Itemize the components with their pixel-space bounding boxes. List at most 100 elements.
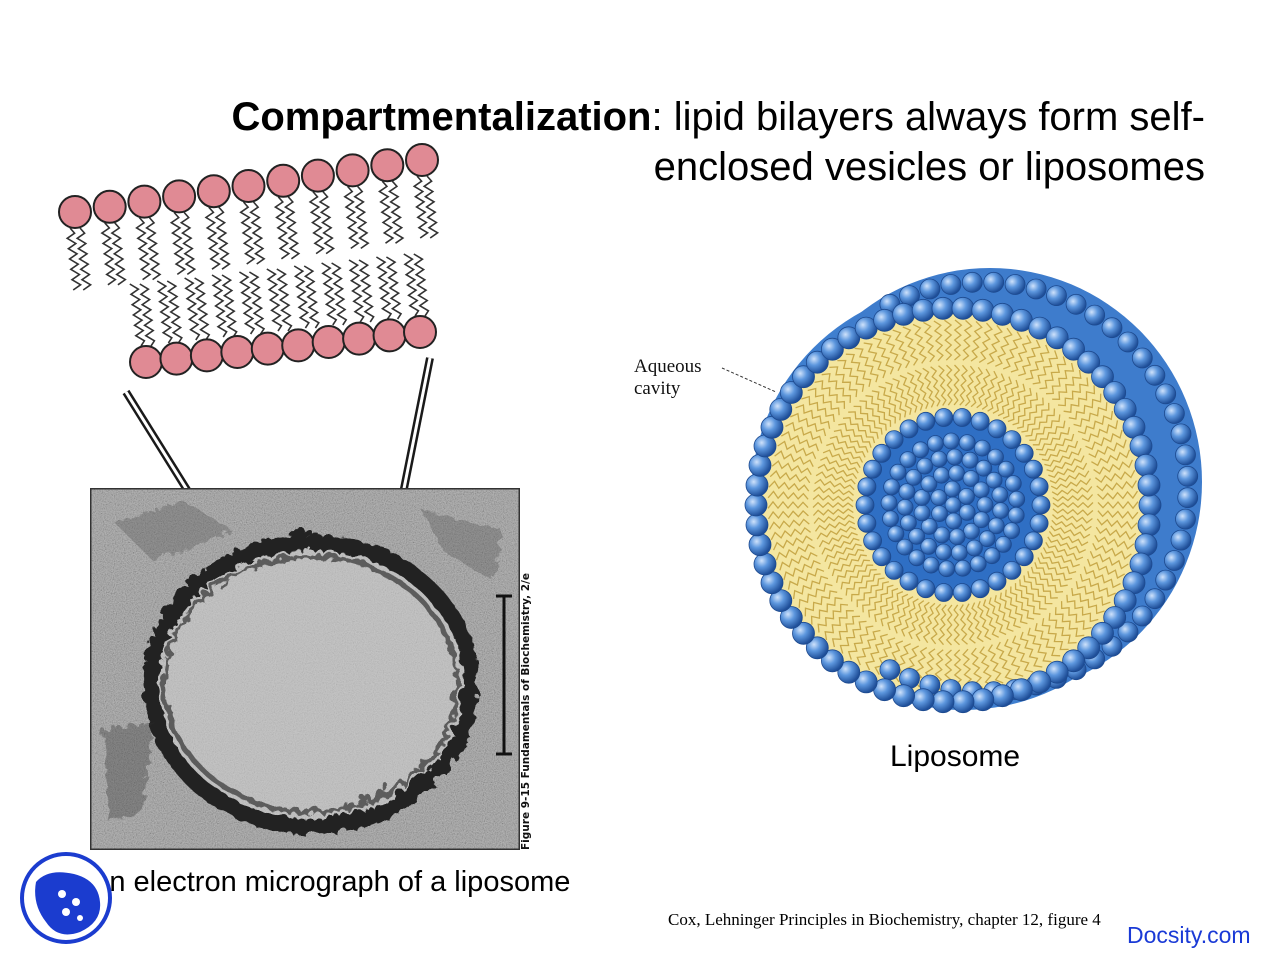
docsity-watermark[interactable]: Docsity.com <box>1127 922 1251 948</box>
liposome-tail <box>848 411 879 439</box>
liposome-head <box>985 471 1003 489</box>
liposome-head <box>1101 317 1123 339</box>
liposome-head <box>887 525 905 543</box>
lipid-tail <box>211 274 228 338</box>
liposome-head <box>1003 522 1021 540</box>
liposome-tail <box>1039 356 1067 390</box>
lipid-tail <box>145 217 162 281</box>
liposome-head <box>837 660 861 684</box>
lipid-tail <box>239 201 256 265</box>
liposome-head <box>1155 383 1177 405</box>
liposome-tail <box>865 633 888 671</box>
lipid-head <box>311 325 346 359</box>
liposome-tail <box>1071 588 1105 615</box>
liposome-head <box>987 448 1004 466</box>
liposome-head <box>908 527 926 545</box>
liposome-tail <box>930 366 941 407</box>
lipid-tail <box>412 175 430 239</box>
liposome-head <box>821 649 844 673</box>
liposome-head <box>879 659 901 681</box>
liposome-tail <box>1085 429 1123 450</box>
liposome-tail <box>1019 579 1047 610</box>
liposome-head <box>892 302 916 326</box>
liposome-tail <box>953 604 960 646</box>
liposome-tail <box>775 543 815 561</box>
liposome-head <box>1004 475 1022 492</box>
liposome-tail <box>854 347 879 383</box>
liposome-tail <box>770 526 811 541</box>
liposome-tail <box>1032 350 1059 385</box>
liposome-tail <box>1052 494 1094 502</box>
liposome-tail <box>962 319 973 361</box>
liposome-head <box>994 535 1012 553</box>
liposome-head <box>970 411 990 431</box>
liposome-tail <box>893 596 914 634</box>
liposome-tail <box>818 532 858 548</box>
liposome-head <box>748 533 772 557</box>
liposome-head <box>854 670 878 694</box>
liposome-tail <box>1029 414 1061 441</box>
liposome-tail <box>777 440 817 459</box>
liposome-tail <box>922 367 935 408</box>
liposome-tail <box>1048 531 1089 547</box>
liposome-head <box>931 296 955 320</box>
liposome-head <box>962 470 980 487</box>
title-bold-term: Compartmentalization <box>231 95 652 139</box>
liposome-tail <box>829 435 866 458</box>
lipid-tail <box>403 253 420 317</box>
lipid-tail <box>129 283 146 347</box>
lipid-tail <box>348 259 365 323</box>
liposome-head <box>952 408 972 427</box>
liposome-tail <box>970 366 984 408</box>
liposome-tail <box>994 595 1014 632</box>
liposome-tail <box>767 490 809 500</box>
liposome-tail <box>1097 500 1139 510</box>
liposome-tail <box>1091 449 1131 467</box>
lipid-tail <box>100 222 117 286</box>
liposome-tail <box>1004 589 1028 625</box>
liposome-head <box>883 478 901 496</box>
liposome-head <box>882 510 899 528</box>
liposome-tail <box>1063 385 1096 413</box>
lipid-tail <box>248 271 266 335</box>
liposome-tail <box>853 405 883 435</box>
liposome-head <box>753 552 777 576</box>
liposome-head <box>1029 513 1049 533</box>
liposome-tail <box>959 364 968 406</box>
liposome-tail <box>979 646 994 687</box>
liposome-tail <box>999 592 1021 629</box>
liposome-tail <box>1086 558 1126 579</box>
liposome-head <box>1008 490 1026 508</box>
liposome-tail <box>1025 344 1050 381</box>
lipid-head <box>220 335 255 369</box>
lipid-tail <box>358 259 375 323</box>
liposome-tail <box>1041 440 1079 462</box>
liposome-head <box>1175 508 1196 530</box>
liposome-tail <box>1048 462 1088 478</box>
liposome-tail <box>945 604 953 646</box>
title-rest: : lipid bilayers always form self- <box>651 95 1206 139</box>
liposome-head <box>1062 649 1086 673</box>
liposome-head <box>1103 381 1127 404</box>
liposome-tail <box>981 370 998 410</box>
liposome-tail <box>863 342 887 379</box>
liposome-head <box>1028 316 1052 340</box>
liposome-head <box>971 298 995 322</box>
slide-title: Compartmentalization: lipid bilayers alw… <box>150 92 1205 192</box>
liposome-head <box>896 498 914 516</box>
lipid-tail <box>413 253 430 317</box>
liposome-head <box>884 560 904 580</box>
liposome-head <box>896 538 914 556</box>
liposome-tail <box>1037 557 1073 581</box>
lipid-tail <box>110 222 127 286</box>
liposome-tail <box>829 366 858 398</box>
liposome-tail <box>892 329 911 369</box>
liposome-tail <box>1097 510 1139 520</box>
liposome-tail <box>785 421 823 444</box>
lipid-tail <box>204 206 221 270</box>
liposome-tail <box>1060 601 1092 630</box>
docsity-logo-icon <box>20 852 112 944</box>
liposome-head <box>940 274 962 295</box>
liposome-tail <box>953 319 963 361</box>
liposome-head <box>948 528 966 546</box>
